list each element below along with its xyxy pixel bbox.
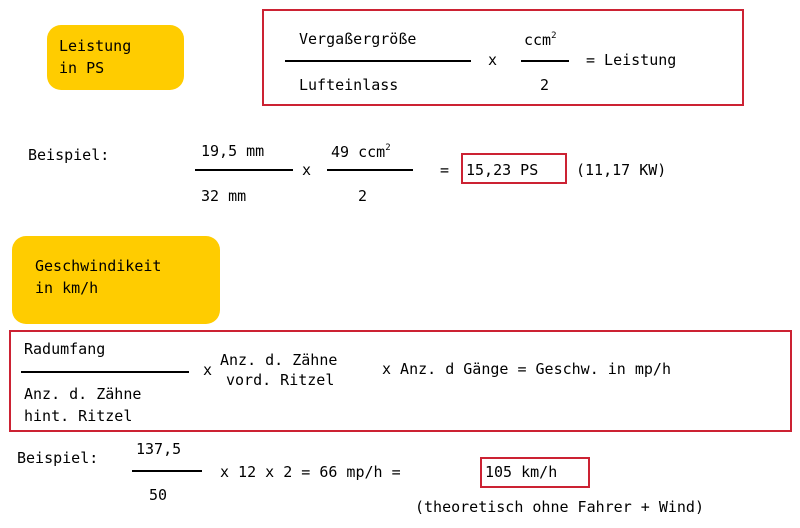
speed-formula-fraction-line <box>21 371 189 373</box>
speed-example-denominator: 50 <box>149 486 168 504</box>
power-formula-times: x <box>488 51 498 69</box>
power-formula-result: = Leistung <box>586 51 677 69</box>
speed-formula-middle-1: Anz. d. Zähne <box>220 351 338 369</box>
power-formula-factor-line <box>521 60 569 62</box>
power-example-label: Beispiel: <box>28 146 110 164</box>
power-formula-factor-unit: ccm <box>524 31 552 49</box>
speed-example-numerator: 137,5 <box>136 440 182 458</box>
power-example-equals: = <box>440 161 450 179</box>
power-example-factor-denominator: 2 <box>358 187 368 205</box>
power-example-factor-line <box>327 169 413 171</box>
power-formula-denominator: Lufteinlass <box>299 76 399 94</box>
power-example-denominator: 32 mm <box>201 187 247 205</box>
power-formula-fraction-line <box>285 60 471 62</box>
speed-formula-denominator-1: Anz. d. Zähne <box>24 385 142 403</box>
power-example-result: 15,23 PS <box>466 161 539 179</box>
speed-example-fraction-line <box>132 470 202 472</box>
power-formula-factor-sup: 2 <box>551 31 557 41</box>
speed-label-box: Geschwindikeit in km/h <box>12 236 220 324</box>
power-example-extra: (11,17 KW) <box>576 161 667 179</box>
speed-formula-numerator: Radumfang <box>24 340 106 358</box>
power-example-numerator: 19,5 mm <box>201 142 265 160</box>
speed-formula-middle-2: vord. Ritzel <box>226 371 335 389</box>
speed-label: Geschwindikeit in km/h <box>35 257 162 297</box>
power-formula-factor-denominator: 2 <box>540 76 550 94</box>
speed-example-rest: x 12 x 2 = 66 mp/h = <box>220 463 401 481</box>
speed-example-note: (theoretisch ohne Fahrer + Wind) <box>415 498 704 516</box>
power-example-factor-numerator: 49 ccm2 <box>331 144 391 160</box>
power-label: Leistung in PS <box>59 37 132 77</box>
power-example-fraction-line <box>195 169 293 171</box>
speed-example-label: Beispiel: <box>17 449 99 467</box>
speed-formula-denominator-2: hint. Ritzel <box>24 407 133 425</box>
power-example-times: x <box>302 161 312 179</box>
power-formula-factor-numerator: ccm2 <box>524 32 557 48</box>
power-formula-box <box>262 9 744 106</box>
power-example-factor-sup: 2 <box>385 143 391 153</box>
speed-example-result: 105 km/h <box>485 463 558 481</box>
power-example-result-box <box>461 153 567 184</box>
speed-example-result-box <box>480 457 590 488</box>
power-label-box: Leistung in PS <box>47 25 184 90</box>
speed-formula-tail: x Anz. d Gänge = Geschw. in mp/h <box>382 360 671 378</box>
speed-formula-box <box>9 330 792 432</box>
speed-formula-times: x <box>203 361 213 379</box>
power-example-factor-unit: 49 ccm <box>331 143 386 161</box>
power-formula-numerator: Vergaßergröße <box>299 30 417 48</box>
